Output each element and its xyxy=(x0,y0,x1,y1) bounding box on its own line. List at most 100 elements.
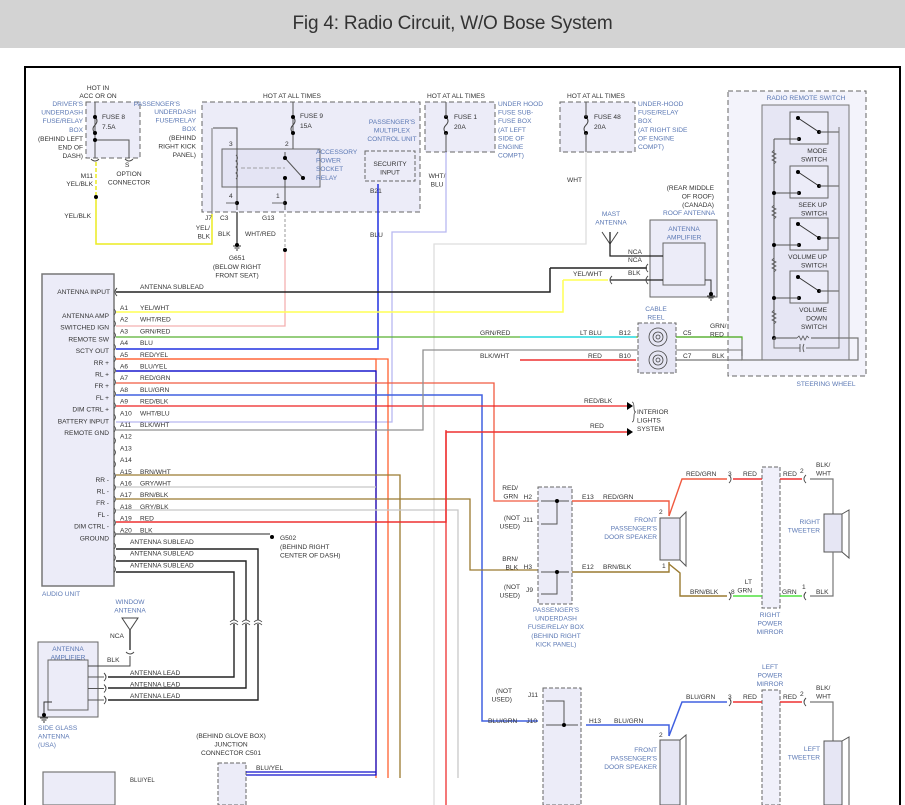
connector-icon xyxy=(113,542,116,550)
connector-label: M11 xyxy=(81,173,94,180)
wire-color-label: BLU/GRN xyxy=(140,387,170,394)
wire-label: BRN/BLK xyxy=(603,564,632,571)
reel-coil-icon xyxy=(648,350,668,370)
wire-label: BLK/ xyxy=(816,685,830,692)
ground-label: G651 xyxy=(229,255,245,262)
fuse-box-location: (BEHIND xyxy=(169,135,196,142)
fuse-box-label: UNDERDASH xyxy=(41,110,83,117)
fuse-rating: 20A xyxy=(454,124,466,131)
fuse-box-label: COMPT) xyxy=(498,153,524,160)
relay-pin-label: 3 xyxy=(229,141,233,148)
wire-label: BRN/BLK xyxy=(690,589,719,596)
switch-contact-icon xyxy=(797,171,820,187)
audio-unit-function-label: FR + xyxy=(95,383,110,390)
security-input-label: SECURITY xyxy=(373,161,407,168)
wire-nca xyxy=(609,232,663,257)
mast-antenna-label: MAST xyxy=(602,211,620,218)
wire-label: GRN xyxy=(782,589,797,596)
wire-label: BLU/GRN xyxy=(686,694,716,701)
interior-lights-label: INTERIOR xyxy=(637,409,669,416)
wire-label: RED/GRN xyxy=(603,494,634,501)
connector-icon xyxy=(253,619,263,626)
reel-coil-icon xyxy=(655,334,661,340)
reel-coil-icon xyxy=(648,327,668,347)
connector-icon xyxy=(113,390,116,398)
side-glass-antenna-label: SIDE GLASS xyxy=(38,725,78,732)
audio-unit-function-label: SWITCHED IGN xyxy=(60,325,109,332)
wire-label: NCA xyxy=(628,249,643,256)
connector-icon xyxy=(113,449,116,456)
pin-label: 8 xyxy=(731,589,735,596)
connector-icon xyxy=(113,343,116,351)
audio-unit-pin-label: A16 xyxy=(120,481,132,488)
multiplex-label: CONTROL UNIT xyxy=(367,136,416,143)
junction-dot xyxy=(283,248,287,252)
wire-wht-red xyxy=(116,252,286,327)
lower-unit xyxy=(42,771,116,805)
wire-antenna-sublead xyxy=(116,571,235,620)
wire-label: WHT xyxy=(816,471,831,478)
connector-icon xyxy=(113,425,116,433)
audio-unit-pin-label: A7 xyxy=(120,375,128,382)
roof-antenna-label: ROOF ANTENNA xyxy=(663,210,716,217)
audio-unit-pin-label: A3 xyxy=(120,328,128,335)
wire-label: ANTENNA SUBLEAD xyxy=(130,551,194,558)
audio-unit-function-label: FL + xyxy=(96,395,109,402)
speaker-label: FRONT xyxy=(634,517,657,524)
wire-label: BLK xyxy=(506,565,519,572)
fuse-label: FUSE 8 xyxy=(102,114,125,121)
connector-icon xyxy=(113,355,116,363)
wire-label: BLK xyxy=(218,231,231,238)
connector-label: J10 xyxy=(526,718,537,725)
fuse-box-label: FUSE/RELAY xyxy=(155,118,196,125)
wire-label: LT BLU xyxy=(580,330,602,337)
pin-label: 2 xyxy=(800,691,804,698)
right-power-mirror xyxy=(761,466,781,609)
wire-label: BLK xyxy=(198,234,211,241)
wire-color-label: RED/YEL xyxy=(140,352,169,359)
speaker-label: FRONT xyxy=(634,747,657,754)
mirror-label: LEFT xyxy=(762,664,778,671)
audio-unit-function-label: BATTERY INPUT xyxy=(58,418,109,425)
audio-unit-function-label: RL - xyxy=(97,489,109,496)
connector-icon xyxy=(609,275,613,285)
left-junction-box xyxy=(542,687,582,805)
figure-title-bar: Fig 4: Radio Circuit, W/O Bose System xyxy=(0,0,905,48)
wire-color-label: BLU/YEL xyxy=(140,364,167,371)
wire-label: BLK xyxy=(712,353,725,360)
option-connector-label: CONNECTOR xyxy=(108,180,151,187)
audio-unit-pin-label: A1 xyxy=(120,305,128,312)
wire-label: WHT/RED xyxy=(245,231,276,238)
connector-label: B10 xyxy=(619,353,631,360)
antenna-amplifier-label: ANTENNA xyxy=(52,646,84,653)
wire-blu-grn xyxy=(668,701,727,737)
fuse-8-icon xyxy=(92,116,98,134)
fuse-box-label: FUSE/RELAY xyxy=(42,118,83,125)
wire-antenna-lead xyxy=(108,624,235,678)
wire-antenna-sublead xyxy=(116,548,259,620)
connector-label: H3 xyxy=(524,564,533,571)
right-tweeter xyxy=(823,513,843,553)
switch-label: DOWN xyxy=(806,316,827,323)
not-used-label: (NOT xyxy=(496,688,512,695)
wire-red-grn xyxy=(572,500,670,516)
audio-unit-function-label: FR - xyxy=(96,500,109,507)
junction-c501-label: JUNCTION xyxy=(214,742,248,749)
fuse-rating: 7.5A xyxy=(102,124,116,131)
junction-dot xyxy=(42,713,46,717)
switch-label: MODE xyxy=(807,148,827,155)
junction-label: (BEHIND RIGHT xyxy=(531,633,580,640)
figure-title: Fig 4: Radio Circuit, W/O Bose System xyxy=(292,13,613,34)
audio-unit-pin-label: A15 xyxy=(120,469,132,476)
fuse-box-label: BOX xyxy=(182,126,197,133)
wire-label: RED xyxy=(743,694,757,701)
wire-wht xyxy=(433,152,587,805)
pin-label: 3 xyxy=(728,694,732,701)
wire-blu-grn xyxy=(116,394,538,722)
junction-dot xyxy=(270,535,274,539)
relay-label: RELAY xyxy=(316,175,338,182)
connector-icon xyxy=(113,367,116,374)
window-antenna-icon xyxy=(121,617,139,631)
remote-switch-title: RADIO REMOTE SWITCH xyxy=(767,95,846,102)
connector-icon xyxy=(113,414,116,421)
